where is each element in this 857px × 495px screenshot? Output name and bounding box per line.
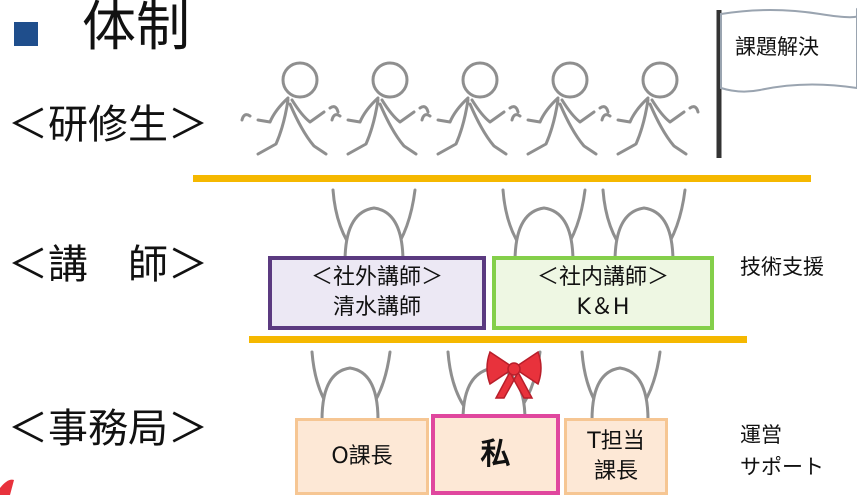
running-trainee-icon <box>420 61 520 156</box>
me-label: 私 <box>480 436 511 472</box>
cheering-staff-icon <box>580 350 662 422</box>
t-manager-label-line2: 課長 <box>593 458 638 484</box>
role-label-instructors: ＜講 師＞ <box>8 242 208 288</box>
o-manager-box: O課長 <box>295 418 429 495</box>
title-bullet <box>14 22 38 46</box>
internal-instructor-heading: ＜社内講師＞ <box>536 265 669 290</box>
external-instructor-name: 清水講師 <box>332 295 421 320</box>
flag-icon <box>716 7 857 158</box>
t-manager-label-line1: T担当 <box>587 428 645 454</box>
tech-support-label: 技術支援 <box>740 255 824 279</box>
cheering-staff-icon <box>310 350 392 422</box>
cheering-instructor-icon <box>501 188 587 264</box>
running-trainee-icon <box>330 61 430 156</box>
external-instructor-box: ＜社外講師＞ 清水講師 <box>268 256 486 330</box>
ops-support-label-line2: サポート <box>740 455 824 479</box>
me-box: 私 <box>431 414 560 495</box>
page-title: 体制 <box>82 0 190 58</box>
divider-top <box>193 175 811 182</box>
internal-instructor-name: K＆H <box>576 295 630 320</box>
ops-support-label-line1: 運営 <box>740 423 782 447</box>
ribbon-icon <box>486 350 542 399</box>
role-label-trainees: ＜研修生＞ <box>8 102 208 148</box>
corner-decoration-icon <box>0 479 14 495</box>
running-trainee-icon <box>600 61 700 156</box>
o-manager-label: O課長 <box>331 443 393 469</box>
internal-instructor-box: ＜社内講師＞ K＆H <box>492 256 714 330</box>
flag-label: 課題解決 <box>735 35 819 59</box>
running-trainee-icon <box>240 61 340 156</box>
divider-bottom <box>249 336 747 343</box>
cheering-instructor-icon <box>601 188 687 264</box>
t-manager-box: T担当 課長 <box>564 418 668 495</box>
role-label-secretariat: ＜事務局＞ <box>8 406 208 452</box>
cheering-instructor-icon <box>331 188 417 264</box>
running-trainee-icon <box>510 61 610 156</box>
external-instructor-heading: ＜社外講師＞ <box>310 265 443 290</box>
